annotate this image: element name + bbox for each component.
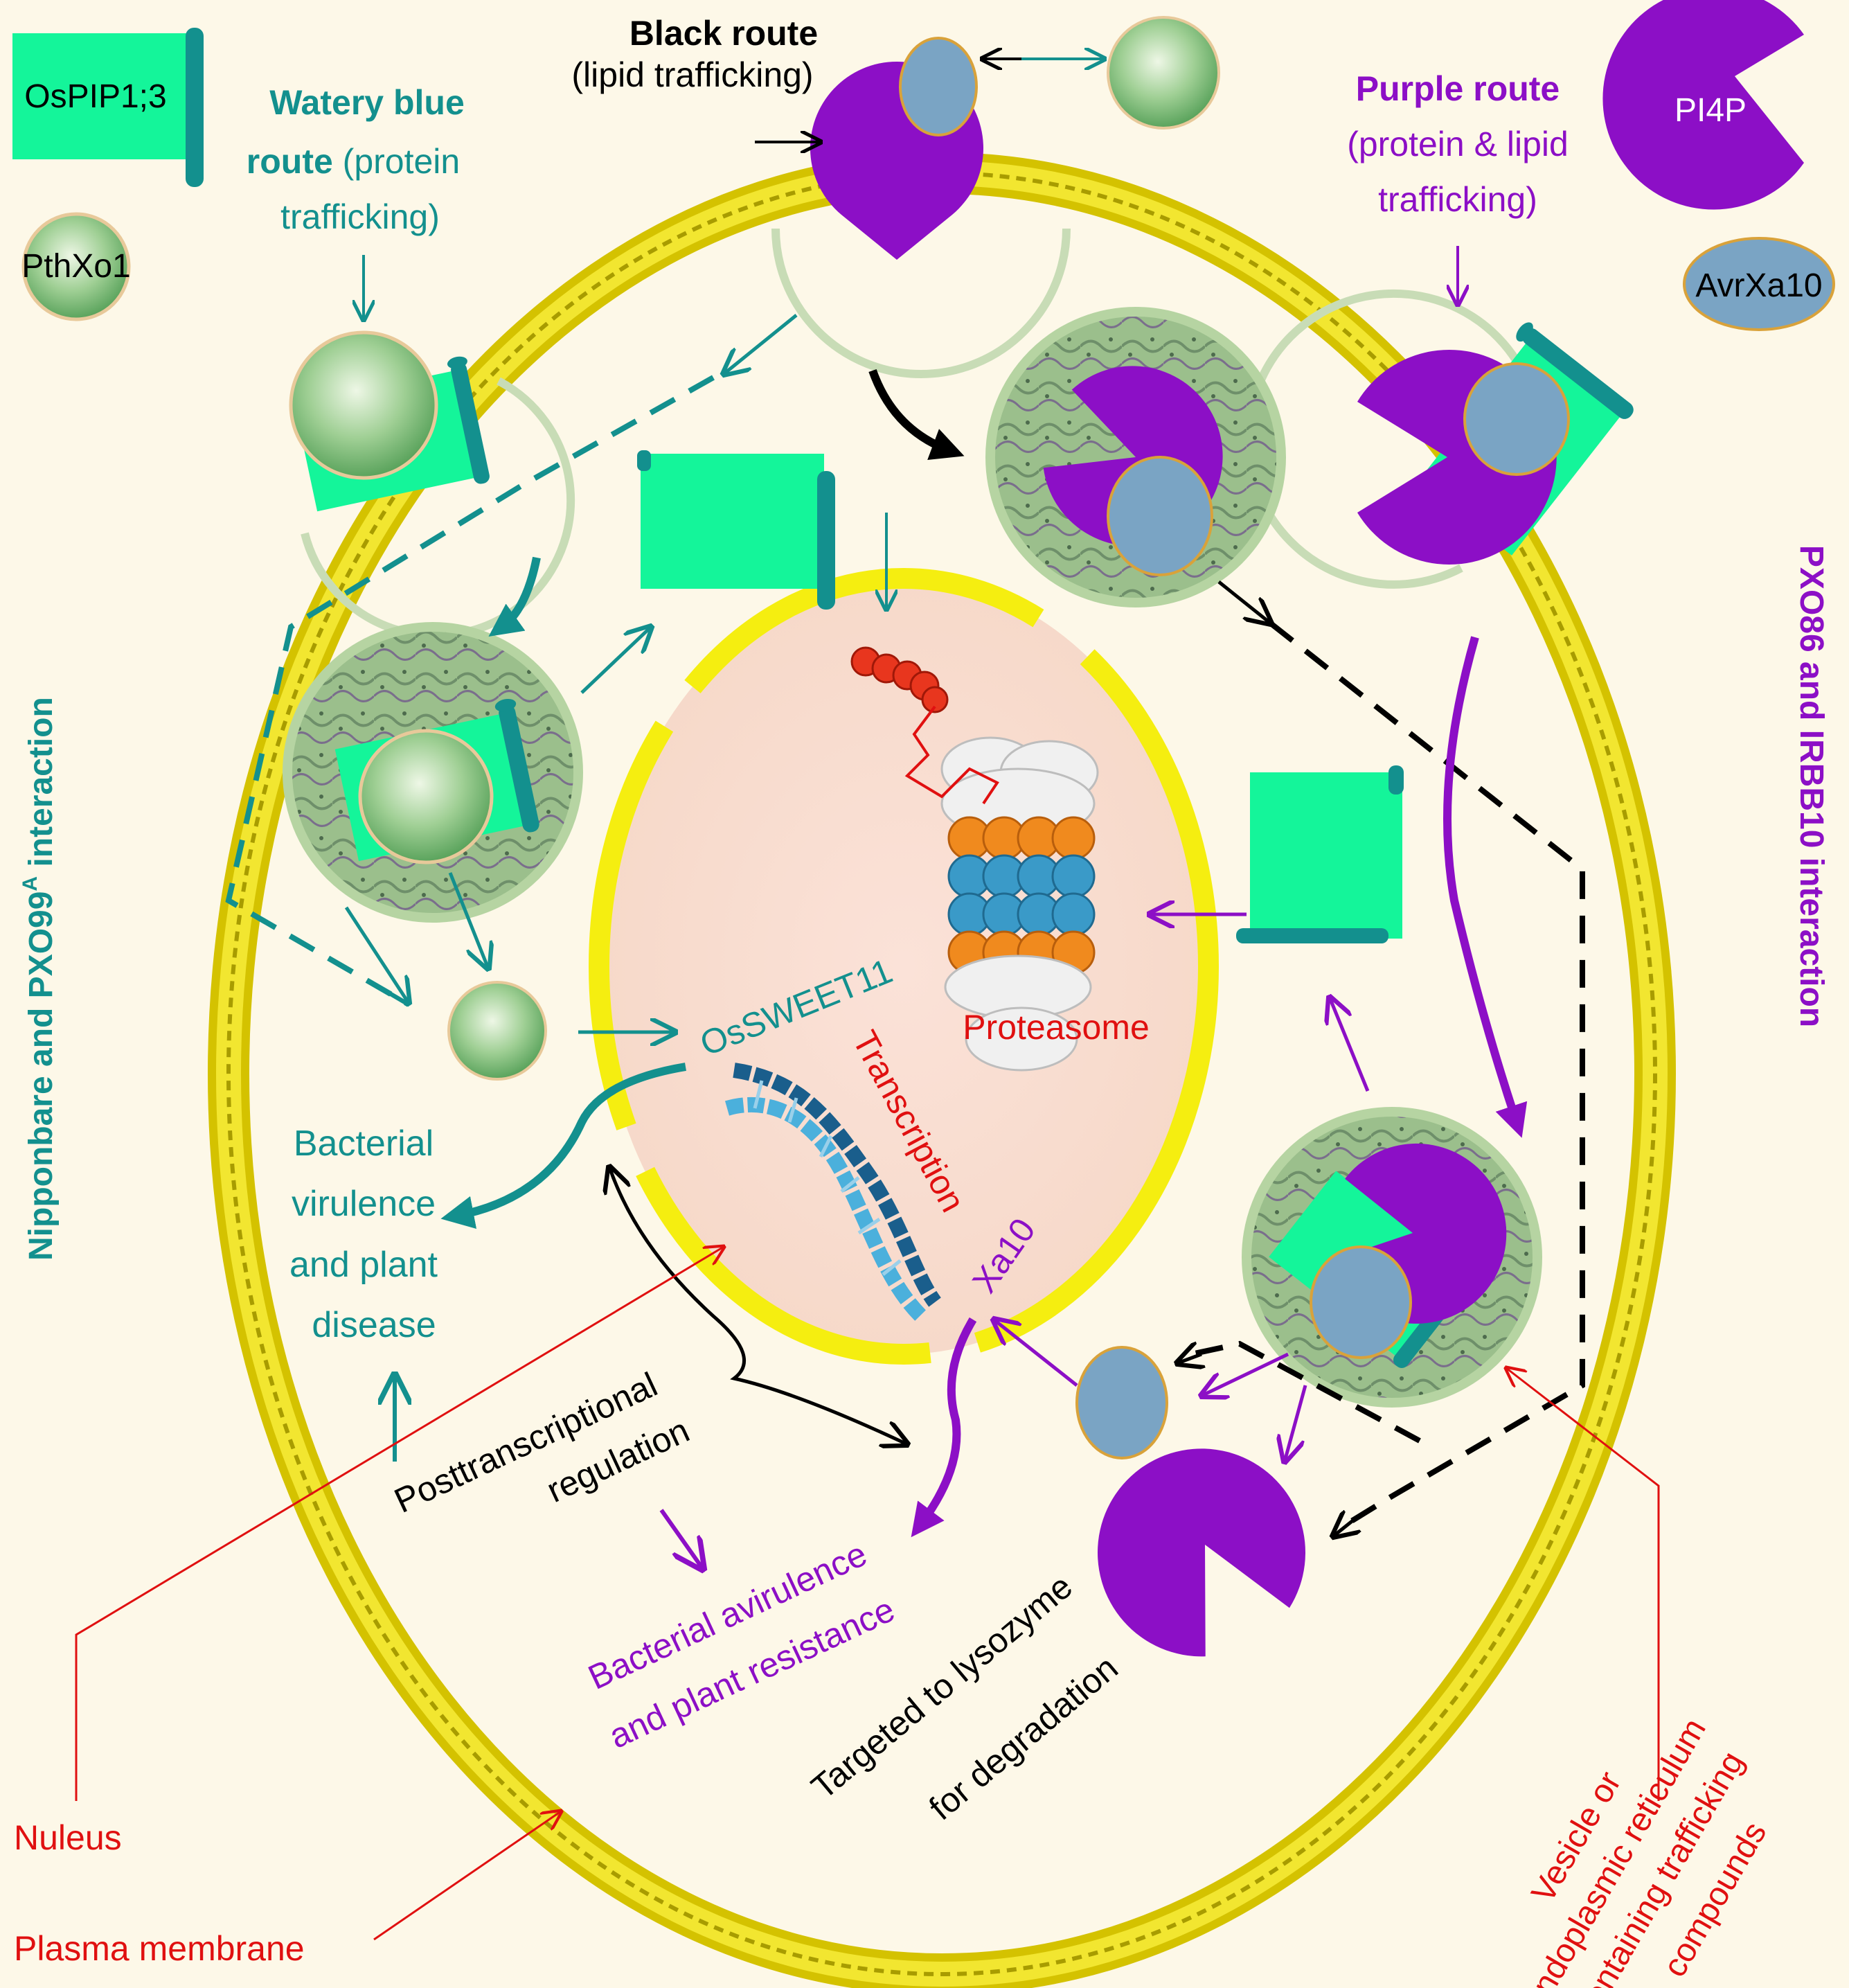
- er-right-contents: [1264, 1143, 1507, 1373]
- nucleus-annotation: Nuleus: [14, 1818, 122, 1857]
- right-scroll: [1236, 765, 1404, 943]
- svg-text:trafficking): trafficking): [1378, 180, 1537, 219]
- free-pthxo1-ball: [447, 981, 547, 1081]
- legend-pi4p-icon: PI4P: [1602, 0, 1804, 210]
- svg-text:Watery blue: Watery blue: [269, 83, 465, 122]
- svg-text:disease: disease: [312, 1305, 436, 1345]
- nucleus: [589, 568, 1219, 1365]
- plasma-membrane-annotation: Plasma membrane: [14, 1929, 305, 1968]
- upper-right-membrane-complex: [1357, 319, 1638, 565]
- upper-left-scroll-complex: [289, 330, 493, 519]
- purple-route-paths: [659, 636, 1528, 1569]
- virulence-outcome: Bacterial virulence and plant disease: [289, 1124, 438, 1345]
- legend-avrxa10-label: AvrXa10: [1695, 267, 1822, 304]
- released-avrxa10: [1075, 1346, 1168, 1459]
- legend-avrxa10-blob: AvrXa10: [1683, 237, 1835, 331]
- black-route-title: Black route (lipid trafficking): [571, 14, 818, 94]
- svg-text:Black route: Black route: [629, 14, 818, 53]
- teal-route-paths: [225, 314, 798, 1462]
- er-top-contents: [1043, 366, 1223, 576]
- legend-pi4p-label: PI4P: [1674, 92, 1747, 129]
- proteasome-icon: [850, 646, 1099, 1072]
- svg-text:Bacterial: Bacterial: [294, 1124, 434, 1164]
- er-left-contents: [332, 697, 543, 869]
- svg-text:(protein & lipid: (protein & lipid: [1347, 125, 1569, 163]
- proteasome-label: Proteasome: [963, 1008, 1150, 1047]
- svg-text:Purple route: Purple route: [1356, 69, 1560, 108]
- legend-ospip-label: OsPIP1;3: [24, 78, 166, 115]
- svg-text:trafficking): trafficking): [280, 197, 440, 236]
- left-side-label: Nipponbare and PXO99A interaction: [19, 697, 60, 1261]
- black-route-paths: [609, 369, 1585, 1536]
- svg-text:and plant: and plant: [289, 1245, 438, 1285]
- legend-ospip-scroll: OsPIP1;3: [12, 28, 204, 187]
- svg-text:route (protein: route (protein: [247, 142, 460, 181]
- released-pi4p: [1098, 1448, 1305, 1657]
- center-scroll: [637, 450, 835, 610]
- top-pthxo1-ball: [1107, 16, 1220, 130]
- svg-text:virulence: virulence: [292, 1184, 436, 1224]
- purple-route-title: Purple route (protein & lipid traffickin…: [1347, 69, 1569, 219]
- legend-pthxo1-ball: PthXo1: [21, 212, 131, 321]
- black-route-complex: [810, 37, 983, 260]
- svg-text:(lipid trafficking): (lipid trafficking): [571, 55, 813, 94]
- right-side-label: PXO86 and IRBB10 interaction: [1793, 545, 1830, 1027]
- watery-blue-route-title: Watery blue route (protein trafficking): [247, 83, 465, 236]
- annotation-lines: [75, 1247, 1660, 1941]
- legend-pthxo1-label: PthXo1: [21, 248, 130, 285]
